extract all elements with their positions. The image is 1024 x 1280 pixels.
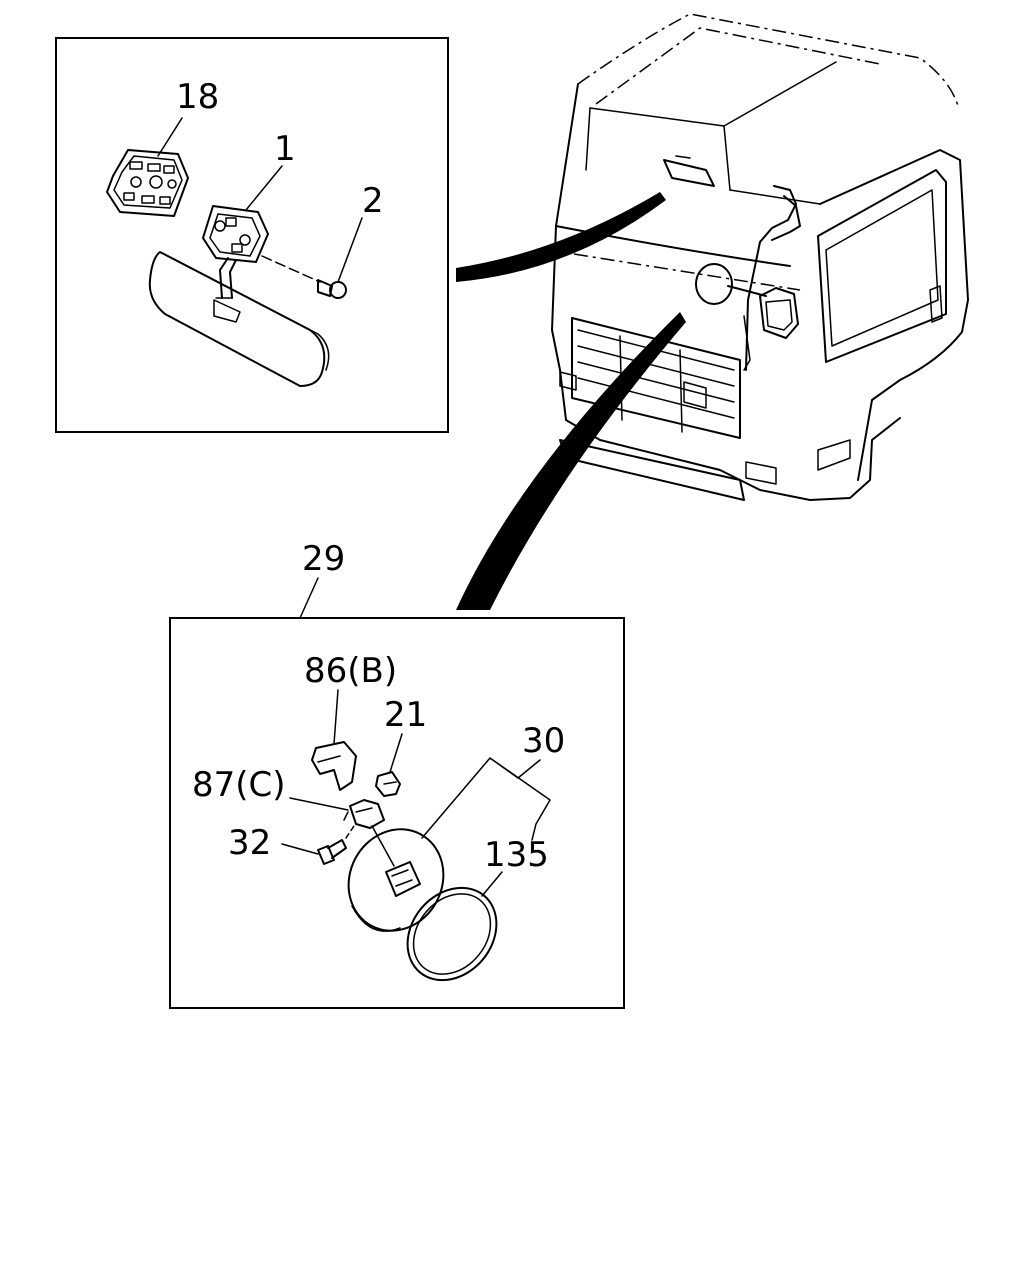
leader-87c xyxy=(289,797,349,811)
callout-30: 30 xyxy=(522,721,565,761)
detail-frame-bottom xyxy=(169,617,625,1009)
leader-30-bracket xyxy=(421,757,551,841)
detail-box-inside-mirror: 18 1 2 xyxy=(55,37,449,433)
part-18-pad xyxy=(106,149,189,217)
part-135-ring xyxy=(406,886,498,982)
callout-1: 1 xyxy=(274,129,296,169)
part-86b-clamp xyxy=(311,741,357,791)
pointer-to-inside-mirror xyxy=(456,192,666,282)
leader-32 xyxy=(281,843,319,855)
callout-18: 18 xyxy=(176,77,219,117)
part-32-bolt xyxy=(317,825,355,865)
callout-86b: 86(B) xyxy=(304,651,397,691)
leader-30 xyxy=(517,759,541,779)
part-30-mirror xyxy=(347,825,445,932)
pointer-to-underview-mirror xyxy=(456,312,686,610)
leader-18 xyxy=(157,117,183,157)
part-1-mirror xyxy=(148,251,330,387)
detail-frame-top xyxy=(55,37,449,433)
callout-135: 135 xyxy=(484,835,549,875)
leader-2 xyxy=(337,217,363,283)
callout-29: 29 xyxy=(302,539,345,579)
callout-87c: 87(C) xyxy=(192,765,286,805)
callout-21: 21 xyxy=(384,695,427,735)
truck-cab-illustration xyxy=(551,13,969,501)
detail-box-underview-mirror: 29 86(B) 21 87(C) 32 xyxy=(169,539,625,1009)
part-1-bracket xyxy=(202,205,269,299)
leader-29 xyxy=(299,577,319,619)
leader-21 xyxy=(389,733,403,773)
part-2-screw xyxy=(261,255,347,299)
callout-2: 2 xyxy=(362,181,384,221)
callout-32: 32 xyxy=(228,823,271,863)
leader-135 xyxy=(481,871,503,897)
part-21-nut xyxy=(375,771,401,797)
leader-1 xyxy=(245,165,283,211)
part-87c-bracket xyxy=(343,799,385,829)
leader-86b xyxy=(333,689,339,745)
